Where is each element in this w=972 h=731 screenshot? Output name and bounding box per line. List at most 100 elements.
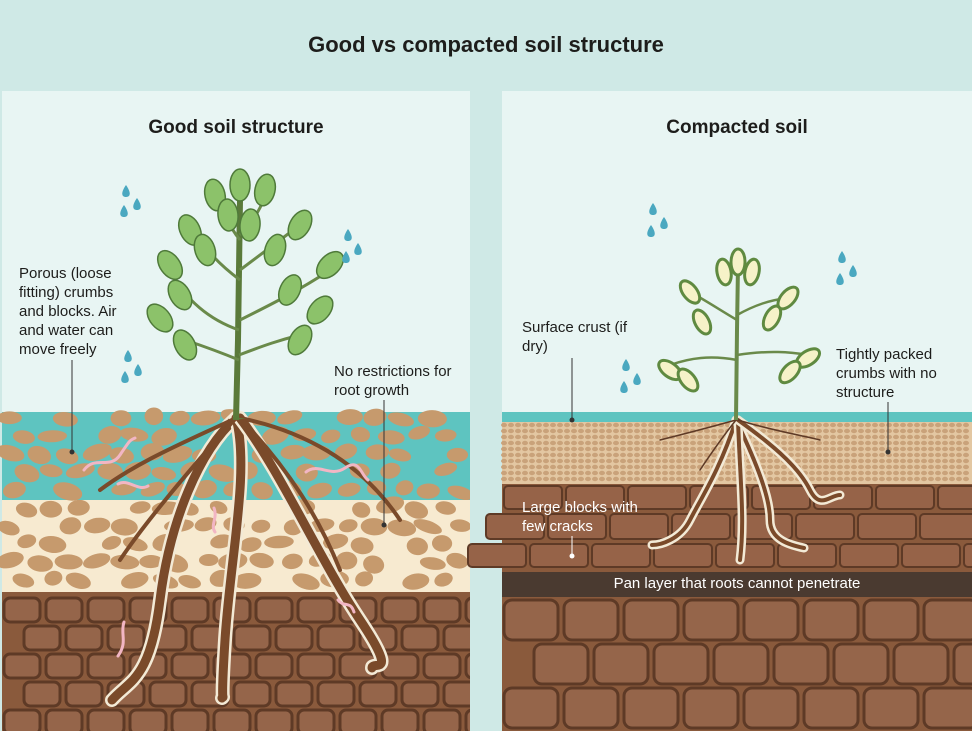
raindrop [620, 381, 628, 393]
packed-crumb [830, 422, 836, 428]
packed-crumb [508, 440, 514, 446]
packed-crumb [907, 476, 913, 482]
packed-crumb [816, 458, 822, 464]
leaf [287, 324, 313, 356]
packed-crumb [522, 428, 528, 434]
packed-crumb [956, 464, 962, 470]
packed-crumb [655, 464, 661, 470]
packed-crumb [914, 476, 920, 482]
packed-crumb [627, 464, 633, 470]
packed-crumb [907, 446, 913, 452]
packed-crumb [550, 422, 556, 428]
packed-crumb [942, 440, 948, 446]
raindrop [344, 229, 352, 241]
packed-crumb [529, 434, 535, 440]
packed-crumb [844, 446, 850, 452]
root [650, 418, 738, 547]
packed-crumb [662, 452, 668, 458]
packed-crumb [522, 434, 528, 440]
packed-crumb [893, 434, 899, 440]
packed-crumb [662, 476, 668, 482]
raindrop [838, 251, 846, 263]
packed-crumb [935, 440, 941, 446]
packed-crumb [515, 434, 521, 440]
packed-crumb [515, 422, 521, 428]
packed-crumb [886, 422, 892, 428]
packed-crumb [683, 458, 689, 464]
packed-crumb [823, 434, 829, 440]
packed-crumb [844, 422, 850, 428]
packed-crumb [893, 464, 899, 470]
packed-crumb [613, 452, 619, 458]
packed-crumb [893, 470, 899, 476]
subsoil-block [380, 708, 420, 731]
packed-crumb [690, 440, 696, 446]
large-block [857, 513, 917, 540]
packed-crumb [585, 422, 591, 428]
packed-crumb [536, 422, 542, 428]
packed-crumb [963, 470, 969, 476]
large-block [919, 513, 972, 540]
leaf [229, 168, 251, 202]
packed-crumb [690, 434, 696, 440]
packed-crumb [830, 434, 836, 440]
subsoil-block [274, 680, 314, 708]
packed-crumb [886, 470, 892, 476]
packed-crumb [641, 464, 647, 470]
packed-crumb [641, 476, 647, 482]
soil-crumb [365, 444, 390, 460]
packed-crumb [592, 446, 598, 452]
packed-crumb [697, 422, 703, 428]
soil-crumb [151, 467, 177, 481]
packed-crumb [606, 428, 612, 434]
packed-crumb [634, 422, 640, 428]
soil-crumb [59, 517, 82, 535]
packed-crumb [515, 458, 521, 464]
leader-dot-roots [381, 522, 387, 528]
packed-crumb [872, 440, 878, 446]
packed-crumb [844, 428, 850, 434]
packed-crumb [830, 440, 836, 446]
raindrop [649, 203, 657, 215]
packed-crumb [872, 464, 878, 470]
subsoil-block [742, 598, 800, 642]
packed-crumb [935, 464, 941, 470]
packed-crumb [886, 428, 892, 434]
packed-crumb [767, 464, 773, 470]
large-block [565, 485, 625, 510]
packed-crumb [627, 440, 633, 446]
soil-crumb [119, 427, 149, 442]
packed-crumb [872, 422, 878, 428]
packed-crumb [879, 422, 885, 428]
packed-crumb [662, 458, 668, 464]
packed-crumb [564, 440, 570, 446]
packed-crumb [774, 464, 780, 470]
packed-crumb [648, 422, 654, 428]
packed-crumb [935, 446, 941, 452]
packed-crumb [795, 440, 801, 446]
packed-crumb [816, 476, 822, 482]
packed-crumb [935, 476, 941, 482]
subsoil-block [212, 708, 252, 731]
packed-crumb [809, 428, 815, 434]
soil-crumb [2, 481, 26, 499]
packed-crumb [704, 440, 710, 446]
packed-crumb [641, 440, 647, 446]
packed-crumb [522, 440, 528, 446]
packed-crumb [900, 476, 906, 482]
subsoil-block [422, 652, 462, 680]
soil-crumb [434, 462, 458, 476]
packed-crumb [879, 440, 885, 446]
large-block [937, 485, 972, 510]
large-block [839, 543, 899, 568]
packed-crumb [837, 434, 843, 440]
subsoil-block [254, 596, 294, 624]
packed-crumb [928, 476, 934, 482]
packed-crumb [704, 422, 710, 428]
packed-crumb [606, 452, 612, 458]
packed-crumb [571, 428, 577, 434]
leaf [691, 308, 713, 336]
packed-crumb [809, 452, 815, 458]
packed-crumb [592, 476, 598, 482]
packed-crumb [592, 422, 598, 428]
